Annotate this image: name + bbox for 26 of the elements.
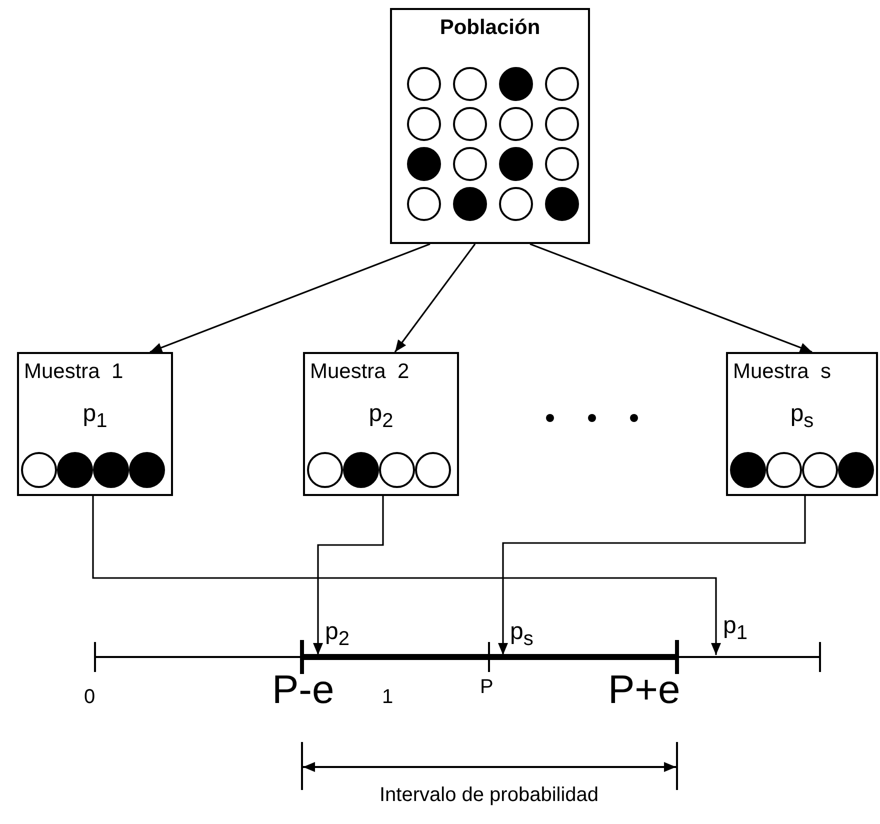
box-title: Población (438, 16, 542, 40)
arrow (394, 244, 476, 352)
sample-box (726, 352, 878, 496)
interval-caption: Intervalo de probabilidad (379, 784, 599, 807)
box-title: Muestra 2 (310, 360, 410, 384)
arrow (150, 243, 430, 353)
value-label: p$_{1}$ (710, 612, 748, 652)
bound-label: P+e (608, 668, 680, 713)
value-label: p$_{s}$ (497, 618, 534, 658)
box-title: Muestra s (733, 360, 832, 384)
box-title: Muestra 1 (24, 360, 124, 384)
population-box (390, 8, 590, 244)
proportion-label: p$_{1}$ (82, 400, 108, 433)
bound-label: P-e (272, 668, 334, 713)
proportion-label: p$_{2}$ (368, 400, 394, 433)
axis-label: P (480, 676, 494, 699)
value-label: p$_{2}$ (312, 618, 350, 658)
proportion-label: p$_{s}$ (789, 400, 815, 433)
sample-box (303, 352, 459, 496)
arrow (498, 496, 806, 655)
arrow (92, 496, 721, 655)
arrow (530, 243, 812, 353)
sample-box (17, 352, 173, 496)
axis-label: 0 (84, 686, 96, 709)
arrow (313, 496, 384, 655)
axis-label: 1 (382, 686, 394, 709)
